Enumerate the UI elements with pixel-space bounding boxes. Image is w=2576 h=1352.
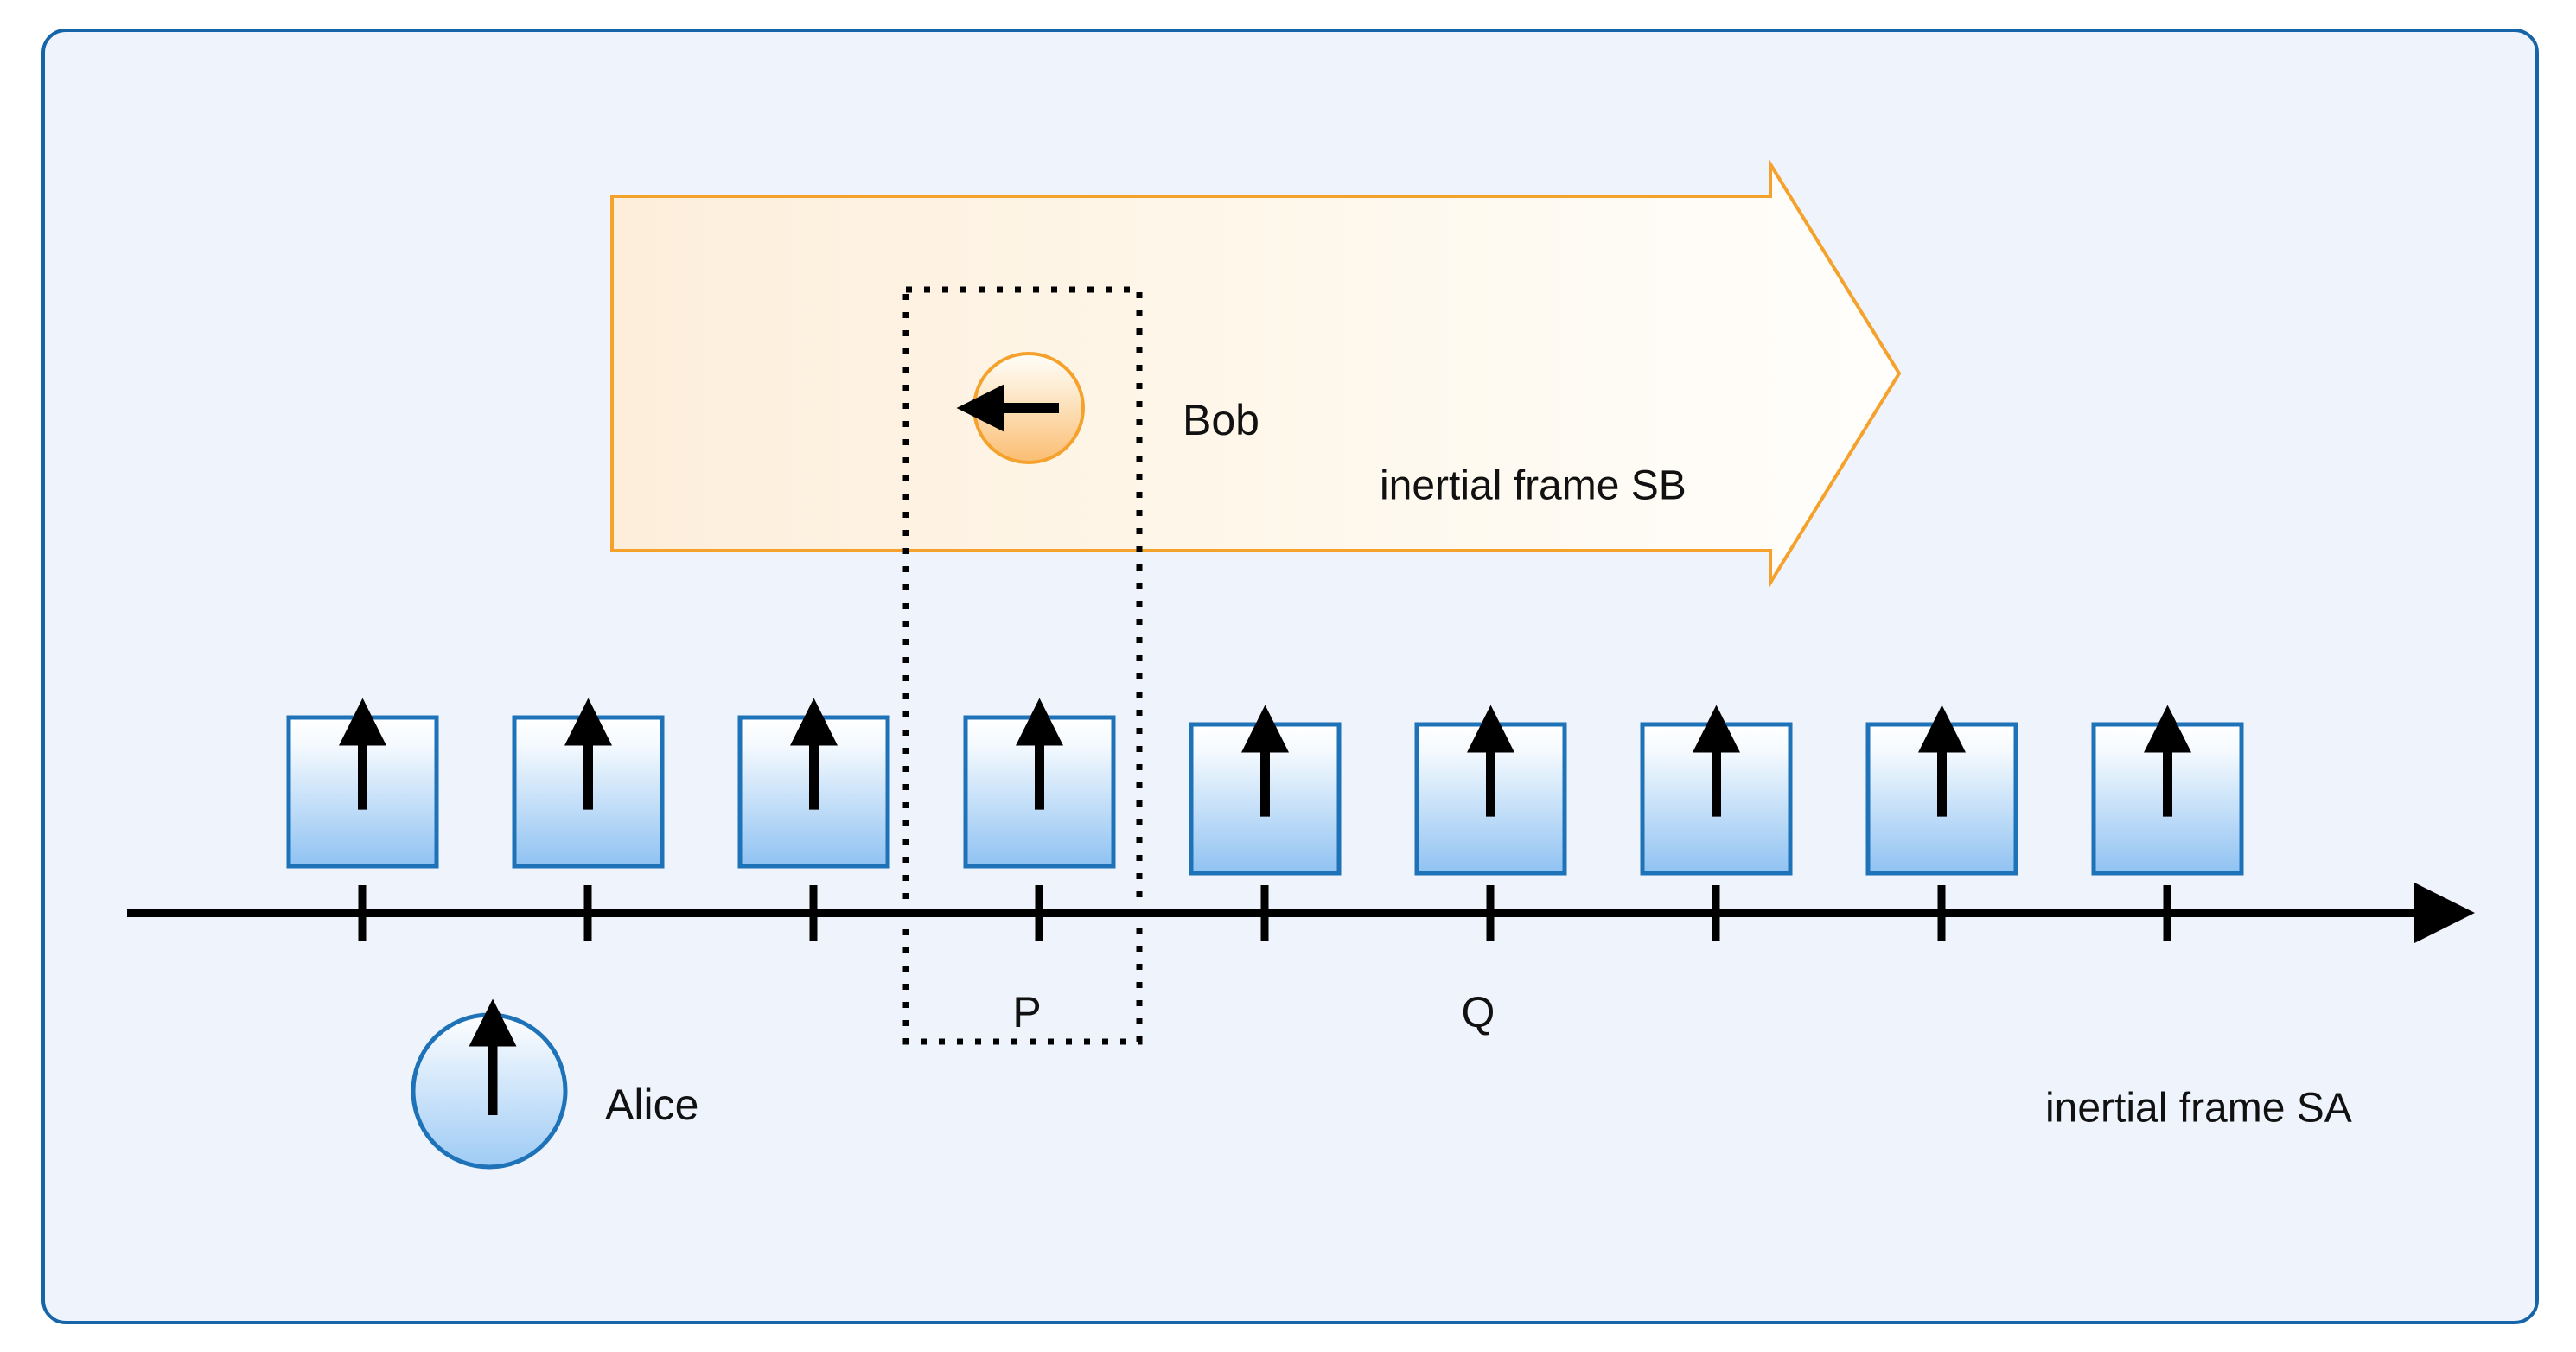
clock-4[interactable] (963, 698, 1116, 869)
bob-observer[interactable]: Bob (956, 352, 1259, 464)
event-label-q: Q (1462, 988, 1495, 1036)
clock-3[interactable] (737, 698, 890, 869)
clock-6[interactable] (1414, 705, 1567, 876)
clock-array (286, 698, 2244, 876)
inertial-frame-sa-label: inertial frame SA (2045, 1086, 2352, 1132)
clock-8[interactable] (1865, 705, 2018, 876)
bob-label: Bob (1183, 396, 1259, 444)
inertial-frame-sb[interactable] (610, 157, 1902, 590)
clock-1[interactable] (286, 698, 439, 869)
clock-7[interactable] (1640, 705, 1793, 876)
sa-spatial-axis (127, 883, 2475, 943)
sb-frame-arrow-shape (610, 157, 1902, 590)
clock-2[interactable] (512, 698, 665, 869)
clock-5[interactable] (1189, 705, 1342, 876)
clock-9[interactable] (2091, 705, 2244, 876)
event-label-p: P (1012, 988, 1041, 1036)
alice-observer[interactable]: Alice (411, 998, 698, 1170)
axis-ticks (358, 885, 2171, 941)
inertial-frame-sb-label: inertial frame SB (1380, 463, 1687, 509)
alice-label: Alice (605, 1081, 698, 1129)
